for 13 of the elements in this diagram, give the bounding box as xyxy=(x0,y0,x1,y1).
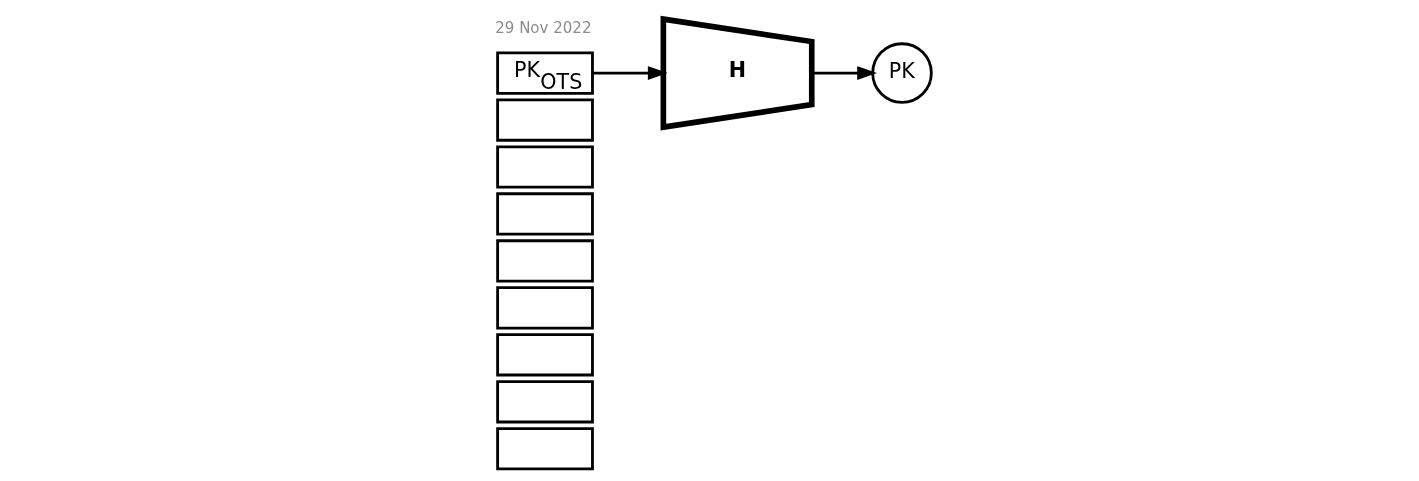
node-box xyxy=(496,380,594,424)
node-box xyxy=(496,145,594,189)
label: 29 Nov 2022 xyxy=(495,18,592,37)
node-box xyxy=(496,333,594,377)
node-box xyxy=(496,239,594,283)
node-box xyxy=(496,98,594,142)
arrow xyxy=(592,66,668,80)
node-box xyxy=(496,192,594,236)
node-circle: PK xyxy=(871,42,933,104)
node-box: H xyxy=(660,15,815,131)
node-box xyxy=(496,427,594,471)
node-box xyxy=(496,286,594,330)
arrow xyxy=(811,66,877,80)
